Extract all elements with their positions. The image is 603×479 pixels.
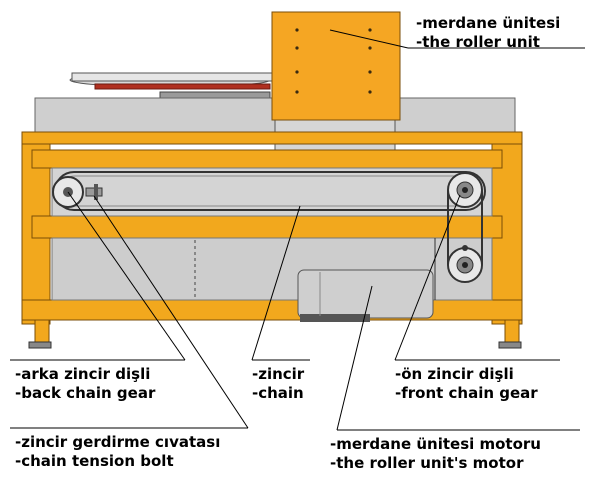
machine-feet — [28, 319, 522, 349]
label-front-chain-gear-en: -front chain gear — [395, 384, 538, 402]
leader-front-chain-gear — [394, 194, 461, 361]
rotary-table — [69, 72, 273, 99]
label-front-chain-gear: -ön zincir dişli -front chain gear — [395, 365, 538, 403]
leader-roller-unit — [329, 29, 409, 49]
label-roller-unit-motor-en: -the roller unit's motor — [330, 454, 524, 472]
label-chain-tension-bolt-en: -chain tension bolt — [15, 452, 174, 470]
roller-unit — [271, 11, 401, 121]
label-roller-unit-motor: -merdane ünitesi motoru -the roller unit… — [330, 435, 541, 473]
label-chain-en: -chain — [252, 384, 304, 402]
label-roller-unit: -merdane ünitesi -the roller unit — [416, 14, 560, 52]
label-roller-unit-tr: -merdane ünitesi — [416, 14, 561, 32]
label-chain-tr: -zincir — [252, 365, 305, 383]
leader-chain — [251, 205, 301, 361]
roller-unit-motor — [297, 269, 434, 322]
front-chain-gear — [447, 172, 483, 208]
label-chain-tension-bolt-tr: -zincir gerdirme cıvatası — [15, 433, 221, 451]
leader-motor — [336, 285, 373, 431]
leader-back-chain-gear — [67, 191, 186, 361]
label-chain: -zincir -chain — [252, 365, 304, 403]
label-back-chain-gear-en: -back chain gear — [15, 384, 156, 402]
main-frame — [21, 131, 523, 325]
label-chain-tension-bolt: -zincir gerdirme cıvatası -chain tension… — [15, 433, 220, 471]
label-roller-unit-en: -the roller unit — [416, 33, 540, 51]
leader-lines — [10, 29, 585, 431]
label-back-chain-gear: -arka zincir dişli -back chain gear — [15, 365, 155, 403]
leader-chain-tension-bolt — [93, 195, 249, 429]
label-roller-unit-motor-tr: -merdane ünitesi motoru — [330, 435, 541, 453]
motor-gear — [447, 190, 483, 283]
label-front-chain-gear-tr: -ön zincir dişli — [395, 365, 514, 383]
label-back-chain-gear-tr: -arka zincir dişli — [15, 365, 151, 383]
